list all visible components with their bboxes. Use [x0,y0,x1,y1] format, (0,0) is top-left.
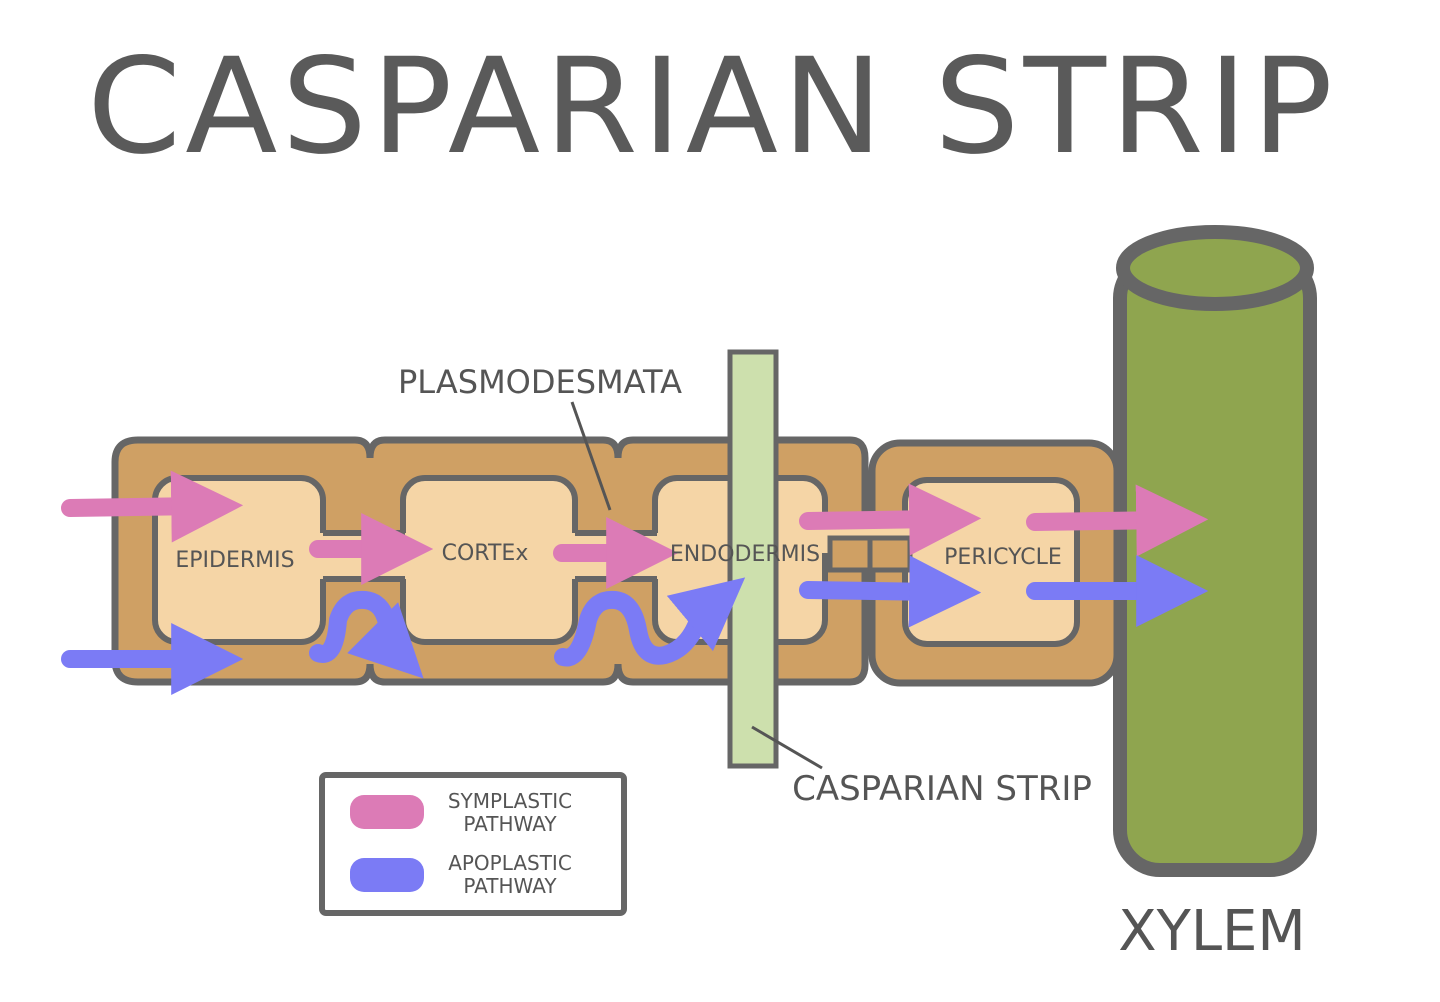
pericycle-label: PERICYCLE [944,545,1062,570]
apoplastic-arrow [554,577,746,667]
diagram-title: CASPARIAN STRIP [87,30,1337,184]
plasmodesmata-label: PLASMODESMATA [398,363,682,401]
legend-symplastic-line1: SYMPLASTIC [448,789,572,813]
symplastic-arrows [61,470,1209,589]
apoplastic-arrows [61,555,1209,695]
casparian-strip-label: CASPARIAN STRIP [792,769,1092,809]
legend-swatch-apoplastic [350,858,424,892]
casparian-strip-leader-line [751,725,823,770]
xylem-vessel [1113,225,1317,877]
apoplastic-arrow [799,555,982,628]
cortex-label: CORTEx [442,541,529,566]
endodermis-label: ENDODERMIS [670,542,820,567]
plasmodesmata-leader-line [570,401,612,511]
symplastic-arrow [61,470,244,543]
legend-symplastic-line2: PATHWAY [463,812,557,836]
xylem-label: XYLEM [1118,899,1305,964]
casparian-strip-band [727,349,779,769]
apoplastic-arrow [309,590,424,679]
legend-apoplastic-line2: PATHWAY [463,874,557,898]
pericycle-channel-box [867,535,913,573]
legend: SYMPLASTIC PATHWAY APOPLASTIC PATHWAY [319,772,627,916]
epidermis-label: EPIDERMIS [175,548,294,573]
symplastic-arrow [1026,484,1209,557]
symplastic-arrow [799,483,982,556]
legend-apoplastic-line1: APOPLASTIC [448,851,572,875]
pericycle-channel-box [827,535,873,573]
legend-swatch-symplastic [350,795,424,829]
